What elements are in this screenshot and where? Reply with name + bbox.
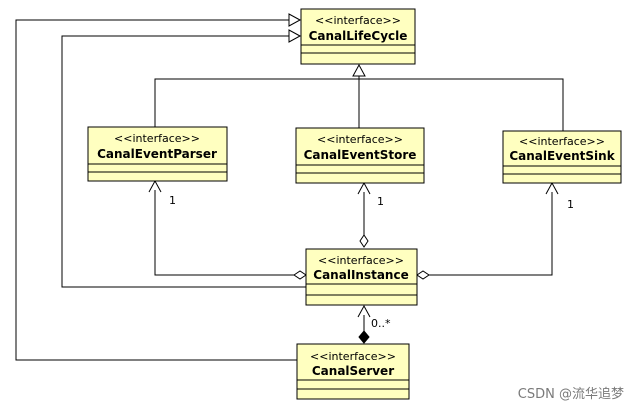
instance-store-aggregation-diamond — [359, 234, 369, 248]
class-stereotype: <<interface>> — [519, 135, 605, 148]
instance-parser-aggregation-diamond — [293, 270, 307, 280]
class-stereotype: <<interface>> — [310, 350, 396, 363]
instance-open-arrowhead — [357, 304, 371, 318]
class-name: CanalInstance — [313, 268, 408, 282]
class-canal-event-store[interactable]: <<interface>> CanalEventStore — [295, 127, 425, 184]
instance-parser-line — [154, 190, 294, 276]
class-name: CanalEventStore — [304, 148, 417, 162]
multiplicity-store: 1 — [377, 195, 384, 208]
class-name: CanalServer — [312, 364, 394, 378]
instance-lifecycle-arrowhead — [288, 29, 302, 43]
multiplicity-parser: 1 — [169, 194, 176, 207]
class-name: CanalLifeCycle — [309, 29, 408, 43]
server-lifecycle-line — [15, 19, 297, 361]
class-name: CanalEventSink — [509, 149, 615, 163]
class-stereotype: <<interface>> — [318, 254, 404, 267]
instance-sink-aggregation-diamond — [416, 270, 430, 280]
class-stereotype: <<interface>> — [317, 133, 403, 146]
instance-lifecycle-line — [61, 35, 306, 288]
class-stereotype: <<interface>> — [114, 132, 200, 145]
watermark-text: CSDN @流华追梦 — [518, 386, 624, 402]
class-stereotype: <<interface>> — [315, 14, 401, 27]
class-canal-event-parser[interactable]: <<interface>> CanalEventParser — [87, 126, 228, 182]
generalization-arrowhead — [352, 63, 366, 77]
class-canal-event-sink[interactable]: <<interface>> CanalEventSink — [502, 130, 622, 184]
class-box — [295, 127, 425, 184]
class-box — [305, 248, 418, 306]
multiplicity-sink: 1 — [567, 198, 574, 211]
class-name: CanalEventParser — [97, 147, 217, 161]
instance-sink-line — [429, 192, 553, 276]
multiplicity-instance: 0..* — [371, 317, 391, 330]
connectors — [15, 13, 564, 361]
class-box — [300, 8, 416, 65]
class-box — [296, 343, 410, 400]
class-canal-instance[interactable]: <<interface>> CanalInstance — [305, 248, 418, 306]
class-canal-server[interactable]: <<interface>> CanalServer — [296, 343, 410, 400]
server-lifecycle-arrowhead — [288, 13, 302, 27]
class-canal-lifecycle[interactable]: <<interface>> CanalLifeCycle — [300, 8, 416, 65]
server-instance-composition-diamond — [358, 330, 370, 344]
